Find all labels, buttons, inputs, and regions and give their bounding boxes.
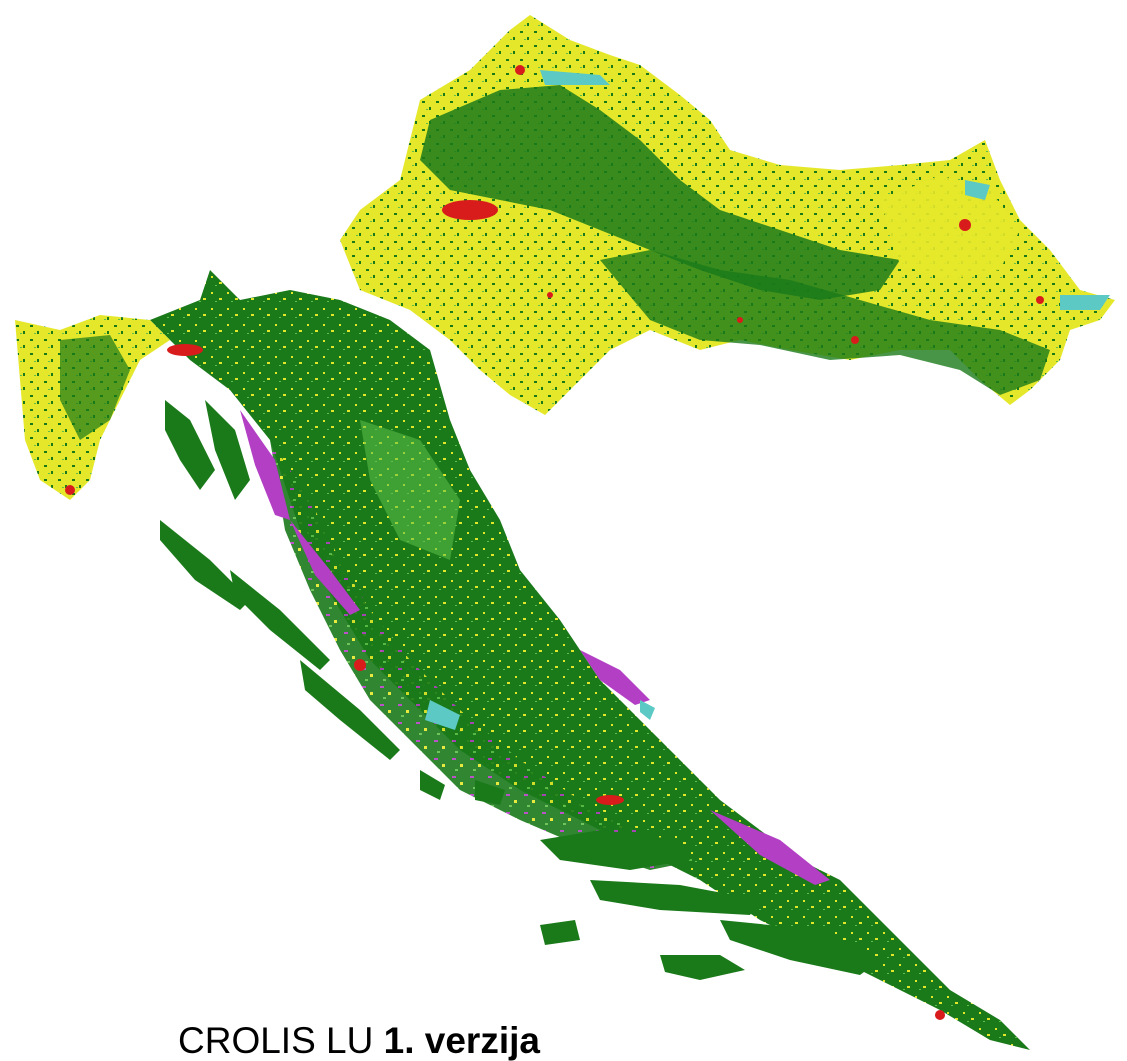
forest-belt-south [600,250,1050,395]
island [300,660,400,760]
istria-forest [60,335,130,440]
urban-area [935,1010,945,1020]
island [720,920,880,975]
water-bodies [425,70,1110,730]
urban-rijeka [167,344,203,356]
urban-area [1036,296,1044,304]
islands [160,400,880,980]
urban-zagreb [442,200,498,220]
island [475,780,505,805]
shrub-patch [290,520,360,615]
island [160,520,250,610]
island [660,955,745,980]
agri-patch-east [880,175,1020,280]
island [165,400,215,490]
urban-split [596,795,624,805]
island [590,880,760,915]
island [540,920,580,945]
shrub-areas [240,410,830,885]
urban-area [515,65,525,75]
caption-version: 1. verzija [383,1020,540,1061]
north-region [340,15,1115,415]
istria [15,315,170,500]
island [230,570,330,670]
grass-patch-mid [360,420,460,560]
urban-area [737,317,743,323]
urban-area [851,336,859,344]
water-body [425,700,460,730]
urban-area [65,485,75,495]
shrub-patch [240,410,290,520]
urban-area [547,292,553,298]
shrub-patch [710,810,830,885]
urban-area [959,219,971,231]
island [205,400,250,500]
urban-areas [65,65,1044,1020]
shrub-patch [580,650,650,705]
urban-area [354,659,366,671]
forest-belt-north [420,85,900,300]
water-body [640,700,655,720]
water-body [965,180,990,200]
water-body [1060,295,1110,310]
island [420,770,445,800]
map-caption: CROLIS LU 1. verzija [178,1022,540,1059]
caption-prefix: CROLIS LU [178,1020,374,1061]
island [540,830,690,870]
water-body [540,70,610,85]
